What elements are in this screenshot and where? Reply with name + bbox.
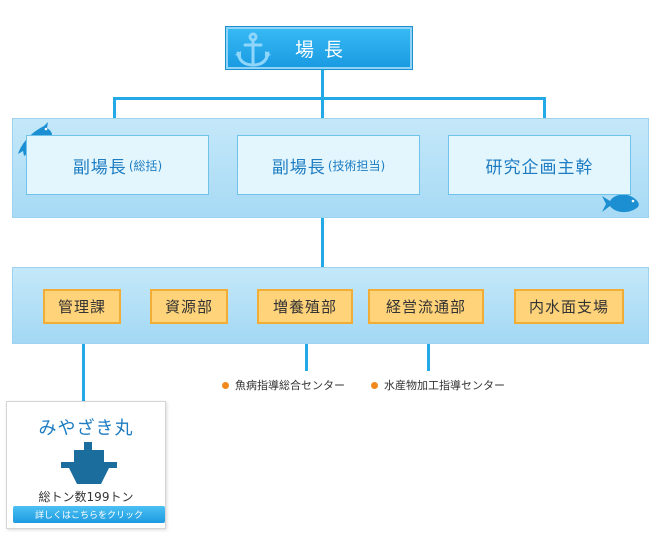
dept-zoyoshoku[interactable]: 増養殖部: [257, 289, 353, 324]
deputy-title: 副場長: [72, 157, 127, 178]
ship-details-button[interactable]: 詳しくはこちらをクリック: [13, 506, 165, 523]
center-label: 水産物加工指導センター: [384, 379, 505, 392]
fish-icon: [602, 194, 639, 213]
deputy-box-technical[interactable]: 副場長 (技術担当): [237, 135, 420, 195]
bullet-icon: [371, 381, 378, 389]
dept-label: 資源部: [164, 298, 213, 316]
dept-shigen[interactable]: 資源部: [150, 289, 228, 324]
dept-label: 内水面支場: [528, 298, 609, 316]
connector-zoyoshoku-to-center: [305, 323, 308, 371]
center-label: 魚病指導総合センター: [235, 379, 345, 392]
ship-name: みやざき丸: [38, 418, 134, 439]
ship-tonnage: 総トン数199トン: [38, 490, 134, 504]
seafood-processing-center-link[interactable]: 水産物加工指導センター: [371, 377, 505, 393]
ship-panel[interactable]: みやざき丸 総トン数199トン 詳しくはこちらをクリック: [6, 401, 166, 529]
dept-keiei-ryutsu[interactable]: 経営流通部: [368, 289, 484, 324]
dept-label: 増養殖部: [272, 298, 337, 316]
connector-director-down: [321, 69, 324, 99]
connector-keiei-to-center: [427, 323, 430, 371]
connector-deputy3: [543, 97, 546, 134]
research-planning-box[interactable]: 研究企画主幹: [448, 135, 631, 195]
anchor-icon: [235, 32, 271, 67]
dept-kanri[interactable]: 管理課: [43, 289, 121, 324]
fish-disease-center-link[interactable]: 魚病指導総合センター: [222, 377, 345, 393]
connector-deputies-to-departments: [321, 217, 324, 269]
deputy-title: 副場長: [271, 157, 326, 178]
deputy-role: (総括): [128, 158, 163, 173]
dept-naisuimen[interactable]: 内水面支場: [514, 289, 624, 324]
connector-deputies-horizontal: [113, 97, 546, 100]
deputy-role: (技術担当): [327, 158, 386, 173]
director-box[interactable]: 場長: [226, 27, 412, 69]
connector-kanri-to-ship: [82, 323, 85, 402]
bullet-icon: [222, 381, 229, 389]
connector-deputy2: [321, 97, 324, 134]
deputy-box-general[interactable]: 副場長 (総括): [26, 135, 209, 195]
dept-label: 経営流通部: [385, 298, 466, 316]
dept-label: 管理課: [57, 298, 106, 316]
ship-icon: [61, 442, 117, 484]
director-label: 場長: [294, 38, 353, 61]
connector-deputy1: [113, 97, 116, 134]
research-planning-label: 研究企画主幹: [485, 157, 594, 178]
